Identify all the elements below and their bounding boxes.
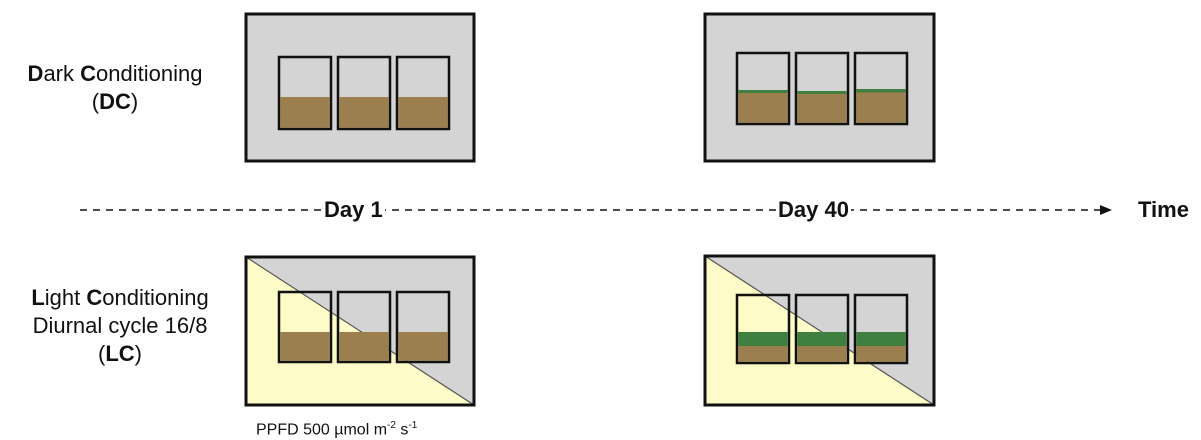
jar [277, 290, 333, 364]
jar [395, 290, 451, 364]
jar [277, 55, 333, 131]
diurnal-cycle-text: Diurnal cycle 16/8 [32, 313, 208, 338]
chamber-dark-day1 [244, 12, 476, 163]
jar [853, 293, 909, 365]
jar [395, 55, 451, 131]
light-conditioning-label: Light Conditioning Diurnal cycle 16/8 (L… [0, 284, 240, 368]
dark-conditioning-label: Dark Conditioning (DC) [0, 60, 230, 116]
jar [794, 51, 850, 126]
ppfd-note: PPFD 500 µmol m-2 s-1 [256, 420, 418, 439]
chamber-light-day40 [703, 254, 936, 407]
chamber-light-day1 [244, 255, 476, 407]
day40-label: Day 40 [776, 197, 851, 223]
light-conditioning-abbr: (LC) [98, 341, 142, 366]
jar [735, 51, 791, 126]
timeline-arrowhead [1100, 205, 1112, 215]
time-axis-label: Time [1138, 197, 1189, 222]
jar [735, 293, 791, 365]
jar [794, 293, 850, 365]
chamber-dark-day40 [703, 12, 936, 163]
dark-conditioning-title: Dark Conditioning [27, 61, 203, 86]
jar [336, 290, 392, 364]
dark-conditioning-abbr: (DC) [91, 89, 139, 114]
day1-label: Day 1 [322, 197, 385, 223]
jar [853, 51, 909, 126]
jar [336, 55, 392, 131]
light-conditioning-title: Light Conditioning [31, 285, 209, 310]
